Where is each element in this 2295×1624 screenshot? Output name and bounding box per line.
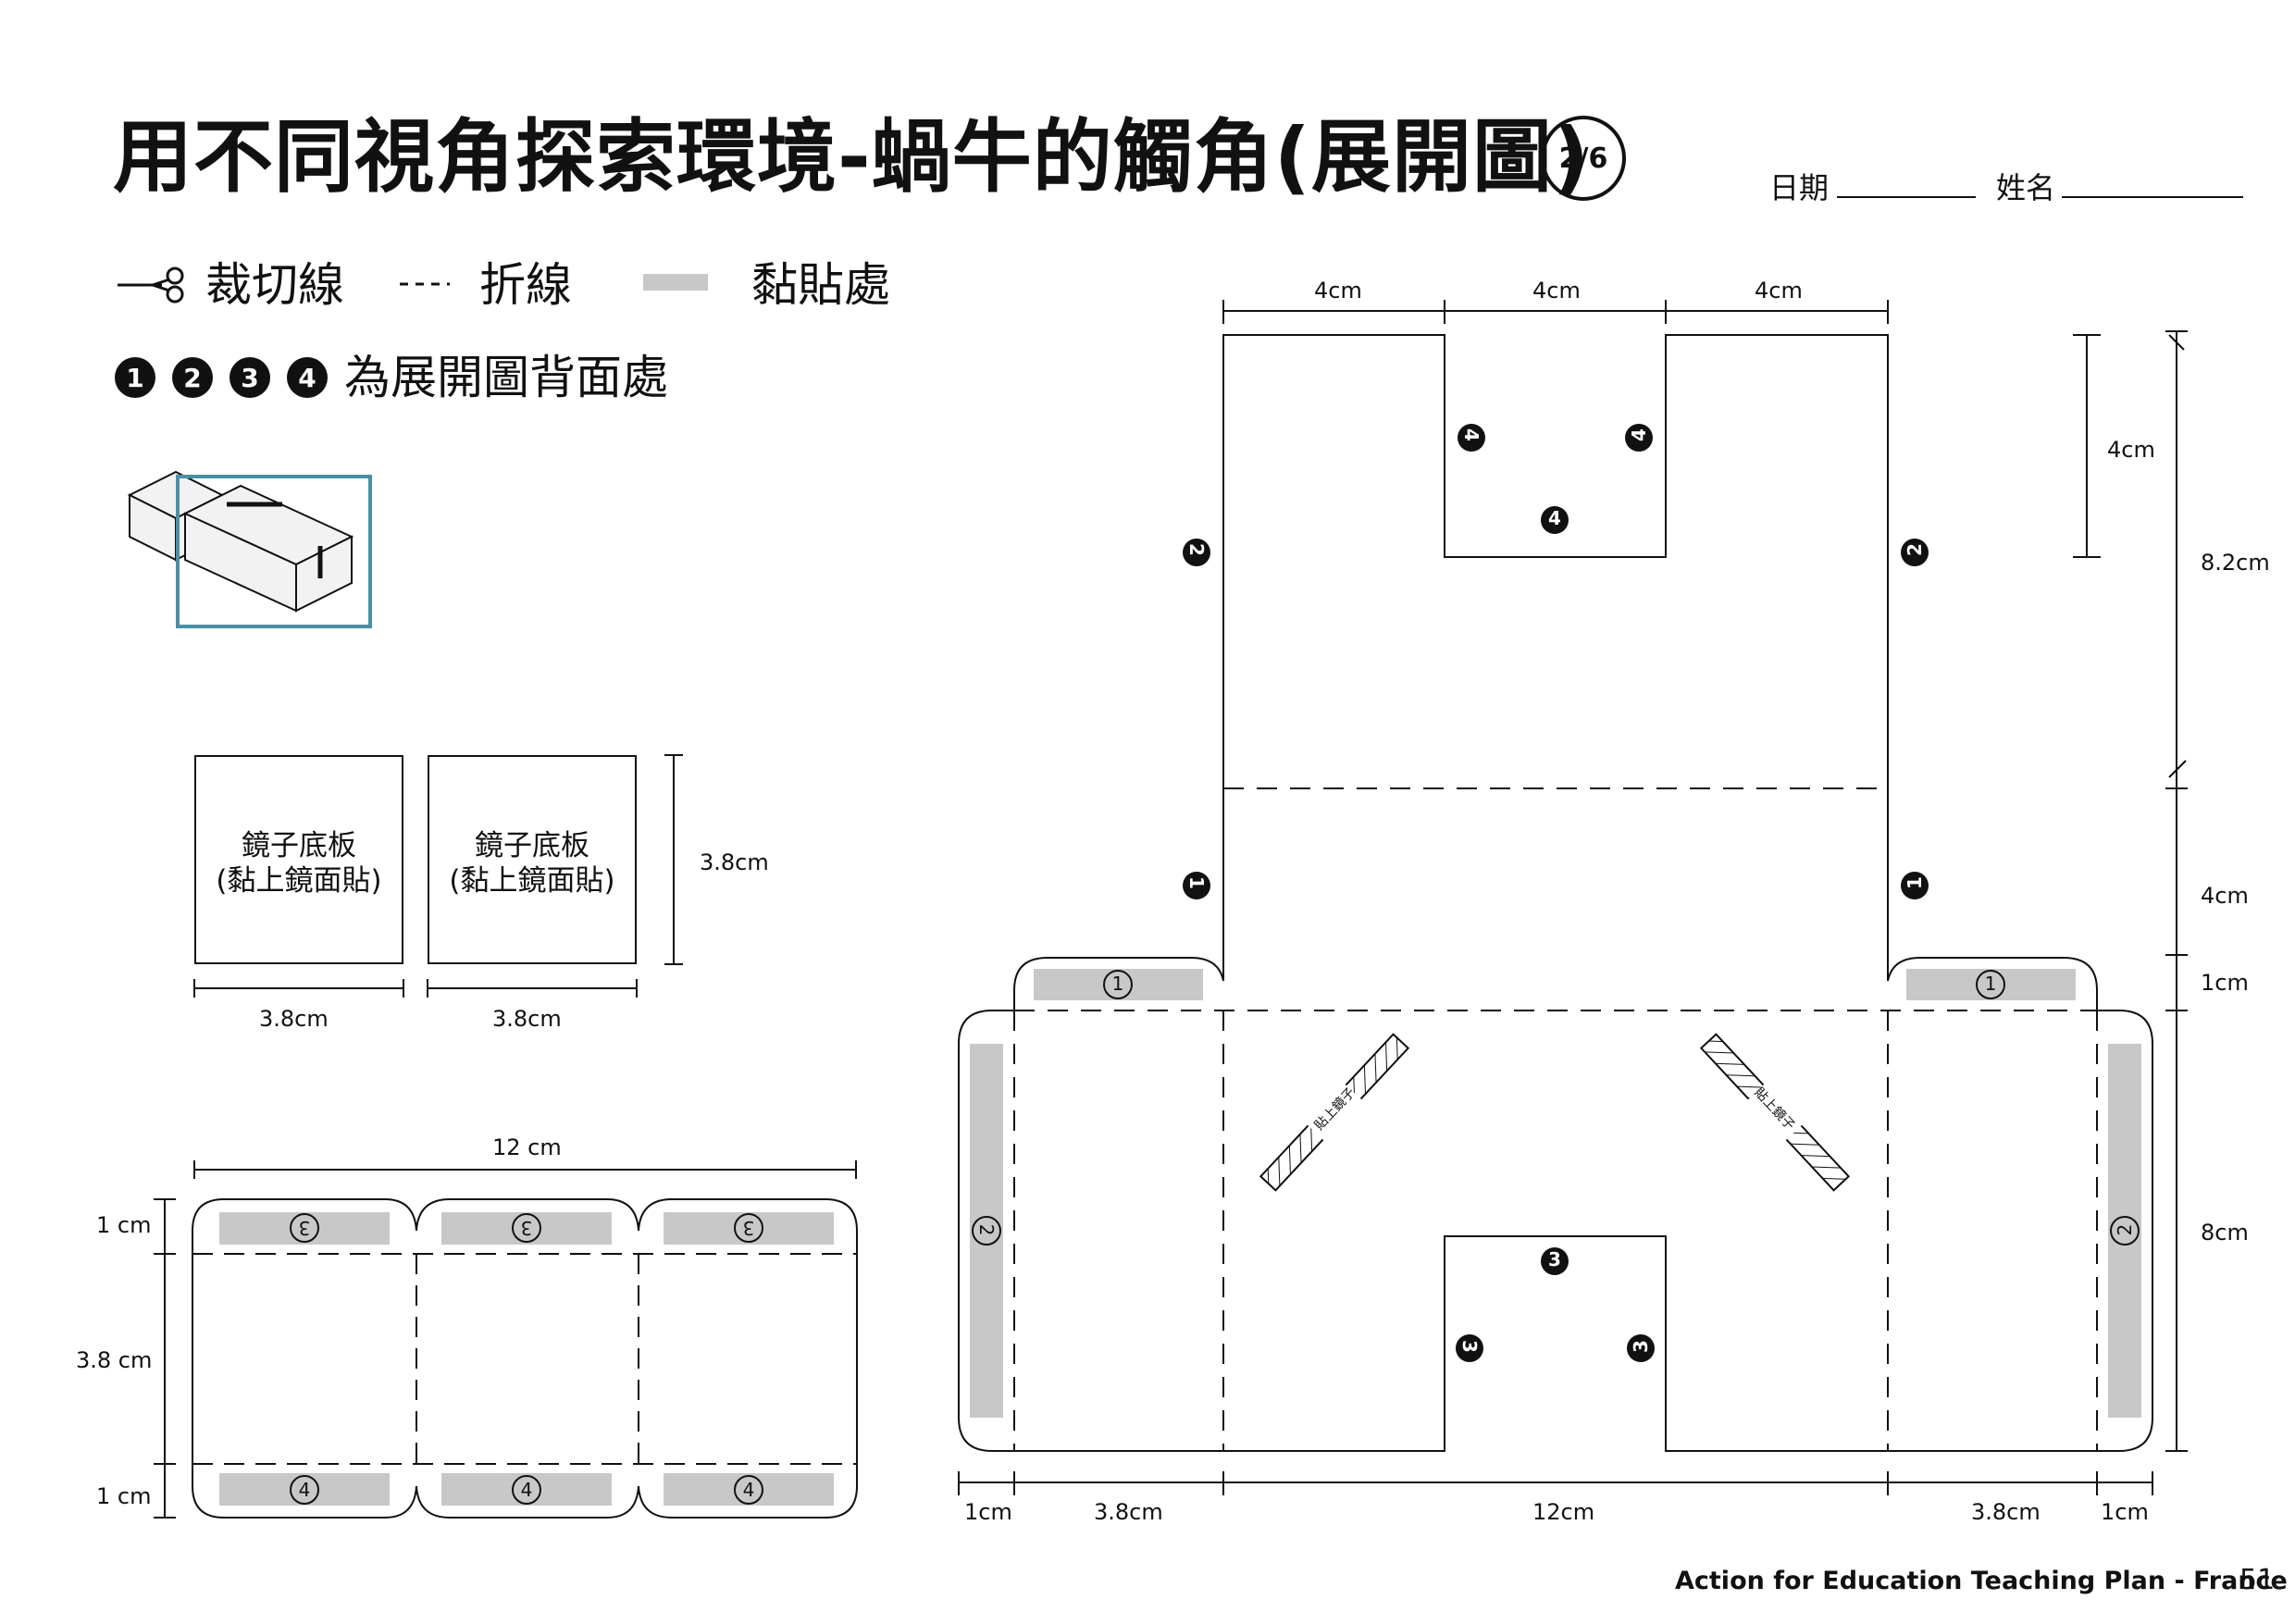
- date-label: 日期: [1769, 170, 1830, 205]
- glue-tab-number-2: 2: [2114, 1223, 2136, 1236]
- page-indicator-badge: 2/6: [1541, 116, 1626, 201]
- main-net-top-dim-3: 4cm: [1755, 278, 1803, 304]
- marker-1: 1: [1904, 876, 1926, 889]
- marker-4: 4: [1628, 428, 1650, 441]
- main-net-bottom-dim-3: 12cm: [1532, 1499, 1595, 1525]
- glue-area-label: 黏貼處: [751, 258, 890, 312]
- number-marker-1: 1: [115, 357, 155, 398]
- main-net-right-dim-4cm-top: 4cm: [2107, 437, 2155, 463]
- mirror-board-dimension-lines: [193, 754, 683, 998]
- mirror-board-left-width-dim: 3.8cm: [259, 1006, 329, 1032]
- small-net-bottom-tab-number: 4: [743, 1479, 755, 1501]
- marker-3: 3: [1458, 1340, 1481, 1353]
- marker-4: 4: [1460, 428, 1482, 441]
- main-net-right-dim-4cm: 4cm: [2201, 883, 2249, 909]
- page-title: 用不同視角探索環境-蝸牛的觸角(展開圖): [113, 111, 1591, 204]
- name-field[interactable]: [2062, 196, 2243, 198]
- name-label: 姓名: [1996, 170, 2056, 205]
- small-net-top-tab-number: 3: [743, 1217, 755, 1239]
- model-preview-thumbnail: [127, 470, 372, 628]
- main-net-right-dim-8-2cm: 8.2cm: [2201, 550, 2270, 576]
- mirror-board-height-dim: 3.8cm: [700, 849, 769, 875]
- cut-line-label: 裁切線: [205, 258, 344, 312]
- mirror-board-right-width-dim: 3.8cm: [492, 1006, 562, 1032]
- glue-tab-number-1: 1: [1984, 973, 1997, 995]
- small-net-diagram: 3 3 3 4 4 4: [154, 1160, 858, 1519]
- marker-3: 3: [1548, 1248, 1561, 1271]
- mirror-board-title: 鏡子底板: [475, 829, 589, 862]
- main-net-right-dim-8cm: 8cm: [2201, 1220, 2249, 1246]
- number-marker-4: 4: [287, 357, 328, 398]
- number-marker-3: 3: [230, 357, 270, 398]
- mirror-board-note: (黏上鏡面貼): [449, 864, 615, 898]
- marker-1: 1: [1185, 876, 1208, 889]
- footer-text: Action for Education Teaching Plan - Fra…: [1675, 1567, 2288, 1595]
- main-net-top-dim-1: 4cm: [1314, 278, 1362, 304]
- marker-4: 4: [1548, 507, 1561, 529]
- small-net-width-dim: 12 cm: [492, 1134, 562, 1160]
- main-net-bottom-dim-2: 3.8cm: [1094, 1499, 1163, 1525]
- mirror-board-right: [428, 755, 637, 964]
- small-net-bottom-tab-number: 4: [521, 1479, 533, 1501]
- main-net-bottom-dim-1: 1cm: [964, 1499, 1012, 1525]
- small-net-bottom-tab-number: 4: [299, 1479, 311, 1501]
- mirror-board-left-label: 鏡子底板 (黏上鏡面貼): [194, 828, 403, 899]
- glue-tab-number-1: 1: [1111, 973, 1124, 995]
- main-net-top-dim-2: 4cm: [1532, 278, 1581, 304]
- mirror-board-title: 鏡子底板: [242, 829, 356, 862]
- small-net-bottom-dim: 1 cm: [96, 1483, 152, 1509]
- small-net-top-tab-number: 3: [299, 1217, 311, 1239]
- main-net-diagram: [958, 300, 2188, 1495]
- mirror-board-note: (黏上鏡面貼): [216, 864, 382, 898]
- scissors-icon: [118, 267, 184, 304]
- marker-2: 2: [1185, 543, 1208, 556]
- fold-line-icon: [400, 282, 450, 286]
- main-net-bottom-dim-5: 1cm: [2101, 1499, 2149, 1525]
- glue-area-swatch: [643, 274, 708, 291]
- small-net-top-dim: 1 cm: [96, 1212, 152, 1238]
- main-net-bottom-dim-4: 3.8cm: [1971, 1499, 2041, 1525]
- page-number: 51: [2239, 1564, 2276, 1596]
- mirror-board-right-label: 鏡子底板 (黏上鏡面貼): [428, 828, 637, 899]
- mirror-board-left: [194, 755, 403, 964]
- marker-2: 2: [1904, 543, 1926, 556]
- small-net-top-tab-number: 3: [521, 1217, 533, 1239]
- back-side-note: 為展開圖背面處: [344, 351, 668, 404]
- fold-line-label: 折線: [479, 258, 572, 312]
- date-field[interactable]: [1837, 196, 1976, 198]
- glue-tab-number-2: 2: [975, 1223, 998, 1236]
- small-net-middle-dim: 3.8 cm: [76, 1347, 153, 1373]
- main-net-right-dim-1cm: 1cm: [2201, 970, 2249, 996]
- marker-3: 3: [1630, 1340, 1652, 1353]
- number-marker-2: 2: [172, 357, 213, 398]
